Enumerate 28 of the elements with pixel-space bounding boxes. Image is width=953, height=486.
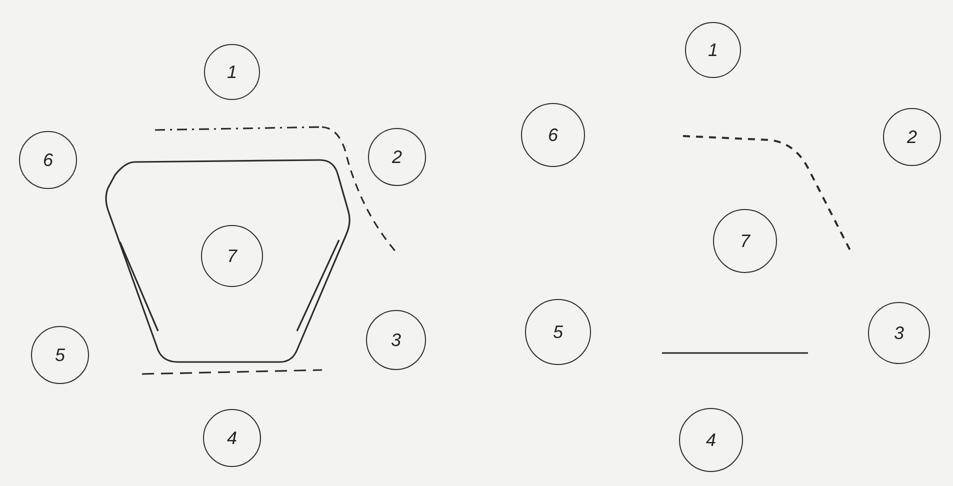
circle-number: 7 bbox=[740, 230, 750, 252]
circle-number: 5 bbox=[552, 322, 563, 342]
circle-number: 1 bbox=[226, 62, 237, 82]
numbered-circle bbox=[204, 44, 260, 100]
circle-number: 1 bbox=[708, 40, 718, 60]
circle-number: 6 bbox=[548, 124, 558, 146]
circle-number: 7 bbox=[226, 246, 237, 266]
numbered-circle bbox=[368, 128, 426, 186]
circle-number: 2 bbox=[906, 126, 917, 148]
numbered-circle bbox=[679, 408, 743, 472]
numbered-circle bbox=[685, 22, 741, 78]
circle-number: 6 bbox=[42, 150, 53, 170]
numbered-circle bbox=[366, 310, 426, 370]
circle-number: 2 bbox=[392, 146, 402, 168]
numbered-circle bbox=[31, 326, 89, 384]
numbered-circle bbox=[525, 299, 591, 365]
circle-number: 5 bbox=[54, 344, 65, 366]
numbered-circle bbox=[201, 225, 263, 287]
circle-number: 4 bbox=[706, 430, 716, 450]
circle-number: 3 bbox=[390, 330, 401, 350]
circle-number: 3 bbox=[894, 322, 904, 344]
numbered-circle bbox=[203, 409, 261, 467]
numbered-circle bbox=[883, 108, 941, 166]
numbered-circle bbox=[713, 209, 777, 273]
numbered-circle bbox=[868, 302, 930, 364]
numbered-circle bbox=[19, 131, 77, 189]
circle-number: 4 bbox=[226, 428, 237, 448]
numbered-circle bbox=[521, 103, 585, 167]
